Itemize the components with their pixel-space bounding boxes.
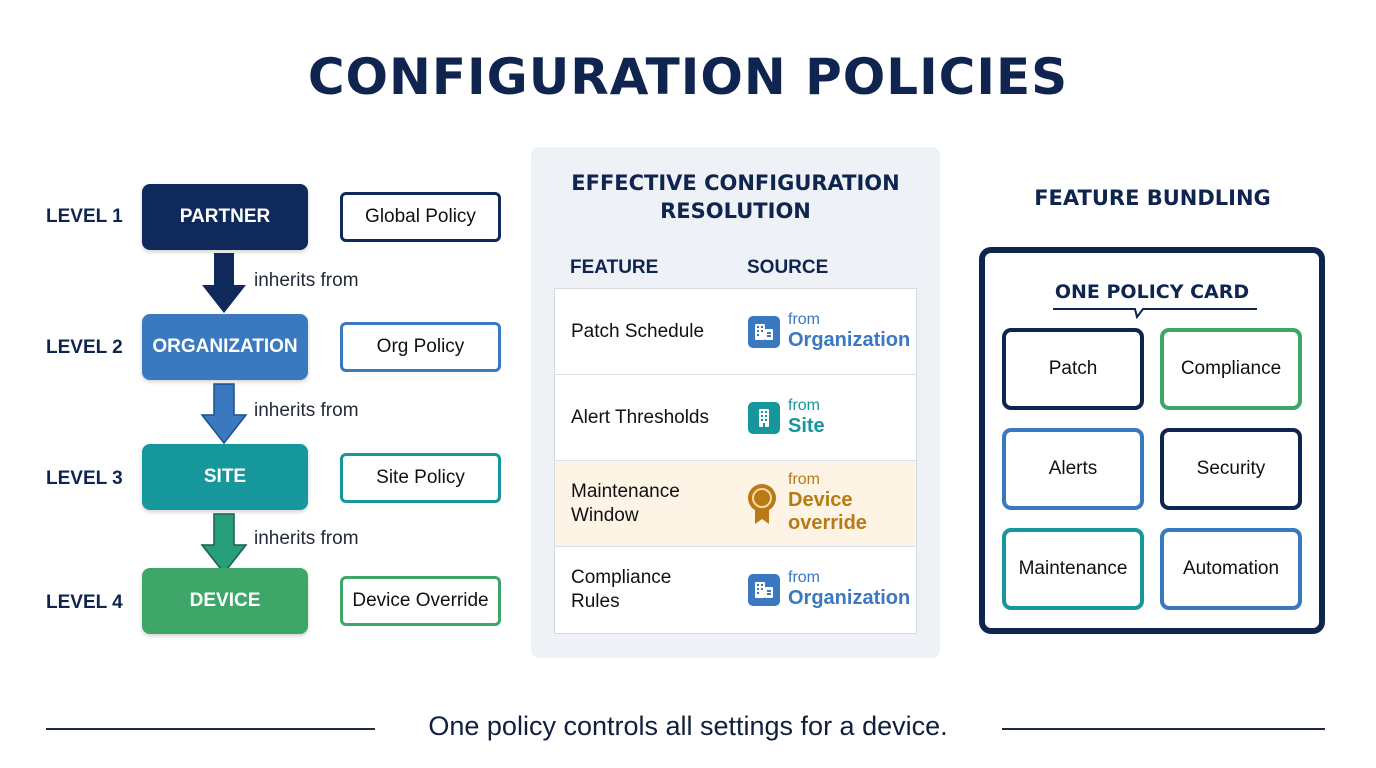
table-row[interactable]: Compliance Rules from Organization xyxy=(555,547,916,633)
feature-name: Patch Schedule xyxy=(571,321,705,342)
global-policy-box[interactable]: Global Policy xyxy=(340,192,501,242)
site-policy-box[interactable]: Site Policy xyxy=(340,453,501,503)
down-arrow-icon xyxy=(200,513,248,575)
panel-title: EFFECTIVE CONFIGURATION RESOLUTION xyxy=(531,169,940,225)
resolution-table: Patch Schedule from Organization Alert T… xyxy=(554,288,917,634)
footer-divider-left xyxy=(46,728,375,730)
policy-card-title: ONE POLICY CARD xyxy=(1054,281,1250,303)
feature-compliance[interactable]: Compliance xyxy=(1160,328,1302,410)
level-2-label: LEVEL 2 xyxy=(46,337,123,358)
feature-maintenance[interactable]: Maintenance xyxy=(1002,528,1144,610)
level-3-label: LEVEL 3 xyxy=(46,468,123,489)
partner-node[interactable]: PARTNER xyxy=(142,184,308,250)
feature-patch[interactable]: Patch xyxy=(1002,328,1144,410)
award-ribbon-icon xyxy=(745,482,779,526)
feature-name: Alert Thresholds xyxy=(571,407,709,428)
panel-title-line-1: EFFECTIVE CONFIGURATION xyxy=(571,171,900,195)
source-label: from Organization xyxy=(788,311,911,351)
inherits-from-label: inherits from xyxy=(254,400,359,421)
policy-card[interactable]: ONE POLICY CARD Patch Compliance Alerts … xyxy=(979,247,1325,634)
feature-bundling-title: FEATURE BUNDLING xyxy=(1034,186,1271,210)
building-icon xyxy=(748,402,780,434)
feature-alerts[interactable]: Alerts xyxy=(1002,428,1144,510)
device-node[interactable]: DEVICE xyxy=(142,568,308,634)
footer-caption: One policy controls all settings for a d… xyxy=(428,711,948,741)
inherits-from-label: inherits from xyxy=(254,270,359,291)
footer-divider-right xyxy=(1002,728,1325,730)
feature-column-header: FEATURE xyxy=(570,257,659,278)
site-node[interactable]: SITE xyxy=(142,444,308,510)
device-override-box[interactable]: Device Override xyxy=(340,576,501,626)
speech-underline-icon xyxy=(1053,308,1257,319)
down-arrow-icon xyxy=(202,253,246,313)
organization-node[interactable]: ORGANIZATION xyxy=(142,314,308,380)
level-4-label: LEVEL 4 xyxy=(46,592,123,613)
page-title: CONFIGURATION POLICIES xyxy=(307,48,1069,106)
org-policy-box[interactable]: Org Policy xyxy=(340,322,501,372)
table-row[interactable]: Patch Schedule from Organization xyxy=(555,289,916,375)
effective-configuration-panel: EFFECTIVE CONFIGURATION RESOLUTION FEATU… xyxy=(531,147,940,658)
building-icon xyxy=(748,316,780,348)
down-arrow-icon xyxy=(200,383,248,445)
level-1-label: LEVEL 1 xyxy=(46,206,123,227)
source-column-header: SOURCE xyxy=(747,257,829,278)
table-row-highlighted[interactable]: Maintenance Window from Device override xyxy=(555,461,916,547)
feature-security[interactable]: Security xyxy=(1160,428,1302,510)
table-row[interactable]: Alert Thresholds from Site xyxy=(555,375,916,461)
source-label: from Site xyxy=(788,397,825,437)
feature-name: Compliance Rules xyxy=(571,567,672,612)
feature-automation[interactable]: Automation xyxy=(1160,528,1302,610)
feature-name: Maintenance Window xyxy=(571,481,680,526)
source-label: from Organization xyxy=(788,569,911,609)
panel-title-line-2: RESOLUTION xyxy=(660,199,811,223)
inherits-from-label: inherits from xyxy=(254,528,359,549)
building-icon xyxy=(748,574,780,606)
source-label: from Device override xyxy=(788,471,867,534)
